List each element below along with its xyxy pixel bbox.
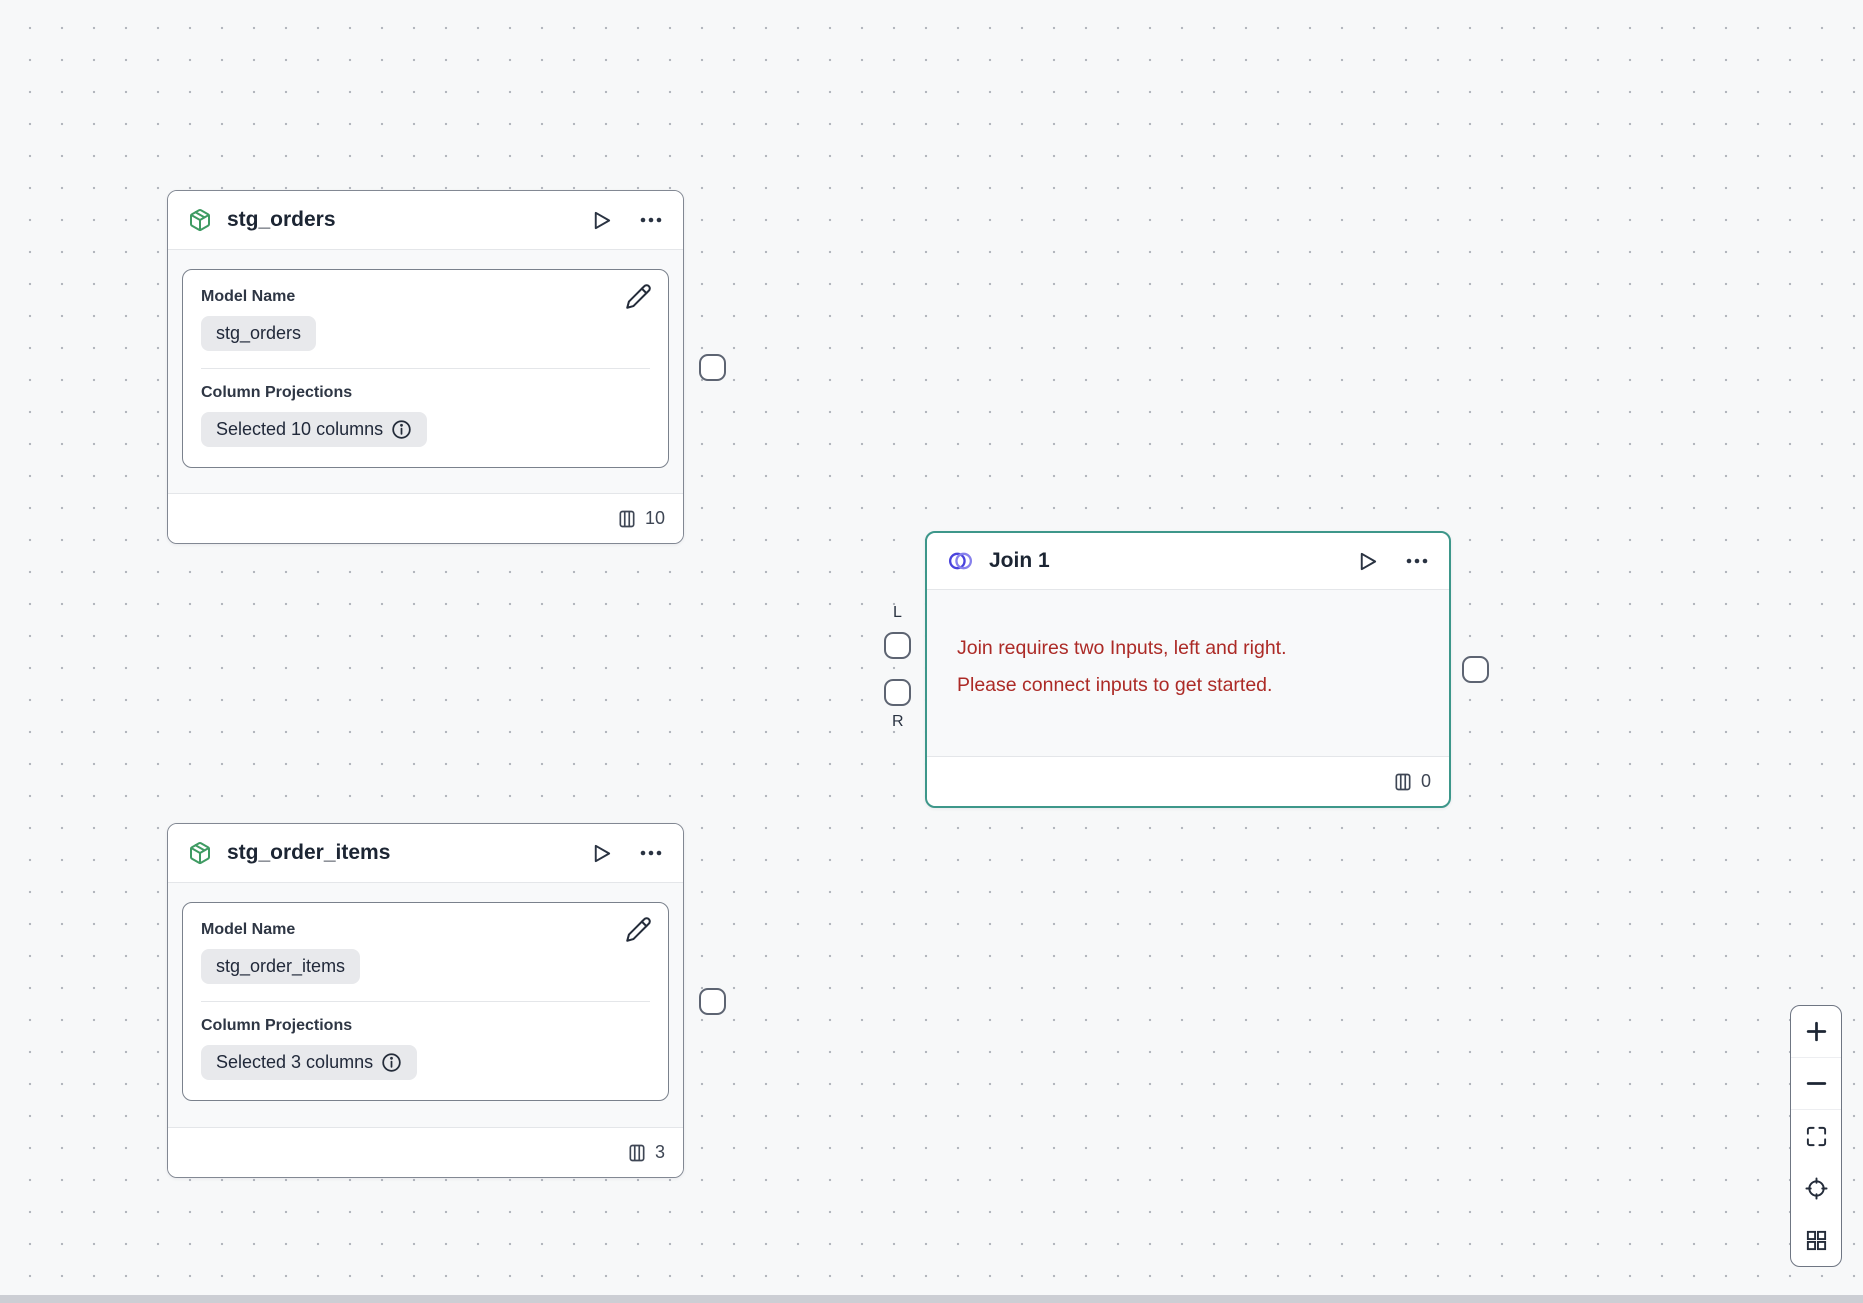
info-icon[interactable] [391, 419, 412, 440]
node-title: stg_order_items [227, 841, 391, 864]
ellipsis-icon [1405, 549, 1429, 573]
info-icon[interactable] [381, 1052, 402, 1073]
window-bottom-edge [0, 1295, 1863, 1303]
model-name-value: stg_orders [201, 316, 317, 351]
node-join-1[interactable]: Join 1 Join requires two Inputs, left an… [925, 531, 1451, 808]
node-join-header[interactable]: Join 1 [927, 533, 1449, 590]
ellipsis-icon [639, 841, 663, 865]
venn-circles-icon [947, 550, 974, 572]
pencil-icon [625, 283, 652, 310]
node-stg-orders-output-port[interactable] [699, 354, 726, 381]
card-divider [201, 1001, 650, 1002]
node-stg-order-items-header[interactable]: stg_order_items [168, 824, 683, 883]
node-stg-orders-header[interactable]: stg_orders [168, 191, 683, 250]
join-right-input-port[interactable] [884, 679, 911, 706]
run-node-button[interactable] [590, 209, 613, 232]
model-name-label: Model Name [201, 921, 296, 938]
column-projections-label: Column Projections [201, 384, 353, 401]
columns-icon [1393, 772, 1413, 792]
join-left-port-label: L [893, 604, 902, 621]
edit-model-button[interactable] [625, 916, 652, 943]
locate-icon [1804, 1176, 1828, 1200]
join-left-input-port[interactable] [884, 632, 911, 659]
column-projections-value[interactable]: Selected 3 columns [201, 1045, 418, 1080]
node-title: stg_orders [227, 208, 336, 231]
node-menu-button[interactable] [1405, 549, 1429, 573]
edit-model-button[interactable] [625, 283, 652, 310]
zoom-out-button[interactable] [1791, 1058, 1841, 1110]
model-config-card: Model Name stg_order_items Column Projec… [182, 902, 669, 1101]
column-count: 0 [1420, 771, 1431, 791]
play-icon [1356, 550, 1379, 573]
model-config-card: Model Name stg_orders Column Projections… [182, 269, 669, 468]
cube-icon [188, 841, 212, 865]
node-body: Model Name stg_orders Column Projections… [168, 250, 683, 493]
node-body: Join requires two Inputs, left and right… [927, 590, 1449, 756]
column-projections-value[interactable]: Selected 10 columns [201, 412, 428, 447]
plus-icon [1804, 1019, 1829, 1044]
node-stg-order-items[interactable]: stg_order_items [167, 823, 684, 1178]
model-name-value: stg_order_items [201, 949, 361, 984]
play-icon [590, 209, 613, 232]
columns-icon [617, 509, 637, 529]
model-name-label: Model Name [201, 288, 296, 305]
columns-icon [627, 1143, 647, 1163]
locate-button[interactable] [1791, 1162, 1841, 1214]
run-node-button[interactable] [590, 842, 613, 865]
node-footer: 3 [168, 1127, 683, 1177]
node-join-output-port[interactable] [1462, 656, 1489, 683]
layout-grid-button[interactable] [1791, 1214, 1841, 1266]
card-divider [201, 368, 650, 369]
node-footer: 0 [927, 756, 1449, 806]
grid-icon [1805, 1229, 1828, 1252]
node-menu-button[interactable] [639, 208, 663, 232]
pencil-icon [625, 916, 652, 943]
join-right-port-label: R [892, 713, 904, 730]
play-icon [590, 842, 613, 865]
node-title: Join 1 [989, 549, 1050, 572]
column-count: 10 [644, 508, 665, 528]
column-count: 3 [654, 1142, 665, 1162]
run-node-button[interactable] [1356, 550, 1379, 573]
node-stg-order-items-output-port[interactable] [699, 988, 726, 1015]
ellipsis-icon [639, 208, 663, 232]
fit-view-button[interactable] [1791, 1110, 1841, 1162]
cube-icon [188, 208, 212, 232]
join-error-message: Join requires two Inputs, left and right… [957, 637, 1287, 696]
node-body: Model Name stg_order_items Column Projec… [168, 883, 683, 1127]
fit-view-icon [1805, 1125, 1828, 1148]
node-menu-button[interactable] [639, 841, 663, 865]
node-footer: 10 [168, 493, 683, 543]
zoom-in-button[interactable] [1791, 1006, 1841, 1058]
canvas-controls-toolbar [1790, 1005, 1842, 1267]
column-projections-label: Column Projections [201, 1017, 353, 1034]
minus-icon [1804, 1071, 1829, 1096]
node-stg-orders[interactable]: stg_orders [167, 190, 684, 544]
